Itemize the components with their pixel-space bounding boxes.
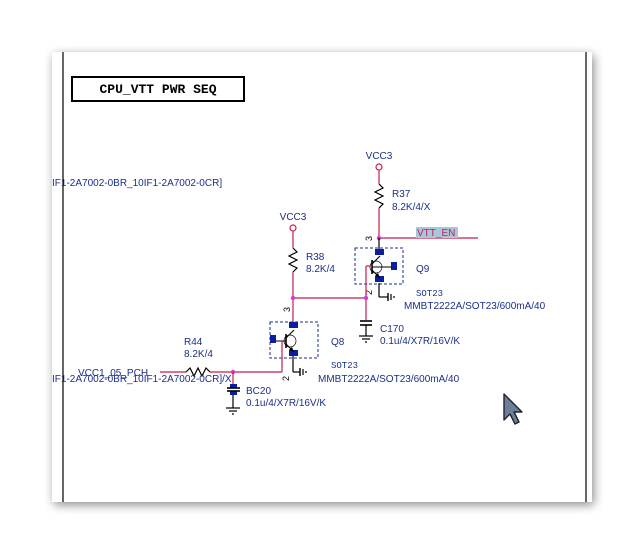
junction-c170 [363, 295, 369, 301]
transistor-q9[interactable]: 3 [354, 236, 404, 285]
r44-ref: R44 [184, 337, 203, 348]
c170-value: 0.1u/4/X7R/16V/K [380, 336, 460, 347]
vcc1-05-pch-label[interactable]: VCC1_05_PCH [78, 368, 148, 379]
resistor-r44 [185, 366, 211, 378]
schematic-sheet [52, 52, 592, 502]
r44-value: 8.2K/4 [184, 349, 213, 360]
svg-text:2: 2 [281, 376, 291, 381]
r37-ref: R37 [392, 189, 411, 200]
ground-q9 [387, 293, 395, 301]
capacitor-bc20 [226, 384, 240, 415]
resistor-r37 [373, 183, 385, 209]
q9-part: MMBT2222A/SOT23/600mA/40 [404, 301, 546, 312]
q8-package: SOT23 [331, 361, 358, 371]
bc20-value: 0.1u/4/X7R/16V/K [246, 398, 326, 409]
svg-text:3: 3 [282, 307, 292, 312]
resistor-r38 [287, 247, 299, 273]
mouse-cursor-icon [503, 393, 523, 425]
svg-text:2: 2 [364, 290, 374, 295]
r38-ref: R38 [306, 252, 325, 263]
q8-ref: Q8 [331, 337, 345, 348]
r38-value: 8.2K/4 [306, 264, 335, 275]
title-block: CPU_VTT PWR SEQ [71, 76, 245, 102]
page-title: CPU_VTT PWR SEQ [99, 82, 216, 97]
vtt-en-highlight [416, 227, 458, 238]
svg-text:VCC3: VCC3 [366, 151, 393, 162]
junction-r38 [290, 295, 296, 301]
c170-ref: C170 [380, 324, 404, 335]
bc20-ref: BC20 [246, 386, 271, 397]
svg-text:VCC3: VCC3 [280, 212, 307, 223]
svg-text:3: 3 [364, 236, 374, 241]
capacitor-c170 [359, 320, 373, 343]
vtt-en-label[interactable]: VTT_EN [417, 228, 455, 239]
q9-ref: Q9 [416, 264, 430, 275]
q8-part: MMBT2222A/SOT23/600mA/40 [318, 374, 460, 385]
r37-value: 8.2K/4/X [392, 202, 431, 213]
ground-q8 [299, 368, 307, 376]
transistor-q8[interactable]: 3 [269, 307, 319, 359]
q9-package: SOT23 [416, 289, 443, 299]
offpage-label-top: IF1-2A7002-0BR_10IF1-2A7002-0CR] [52, 178, 222, 189]
offpage-label-bottom: IF1-2A7002-0BR_10IF1-2A7002-0CR]/X [52, 374, 232, 385]
